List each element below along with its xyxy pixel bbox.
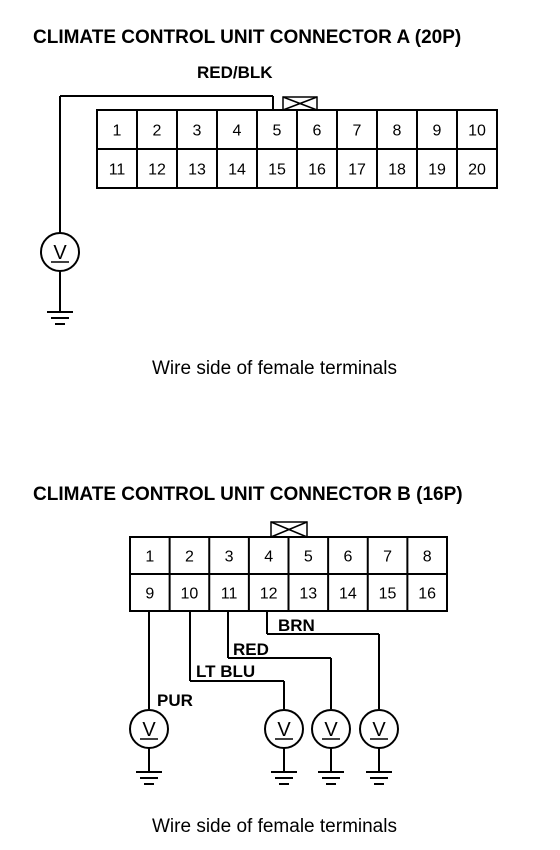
connector-a-pin-7: 7 (353, 123, 362, 140)
connector-a-lock-tab (282, 96, 318, 111)
connector-b-pin-15: 15 (379, 586, 397, 603)
wire-label-lt-blu: LT BLU (196, 662, 255, 681)
connector-b-pin-7: 7 (383, 549, 392, 566)
connector-a-pin-19: 19 (428, 162, 446, 179)
connector-a-title: CLIMATE CONTROL UNIT CONNECTOR A (20P) (33, 27, 461, 48)
connector-a-pin-3: 3 (193, 123, 202, 140)
connector-a-pin-17: 17 (348, 162, 366, 179)
connector-b-caption: Wire side of female terminals (152, 816, 397, 837)
connector-b-pin-11: 11 (221, 586, 238, 603)
ground-icon (366, 771, 392, 785)
connector-a-wire-red-blk (59, 95, 274, 233)
connector-a-pin-2: 2 (153, 123, 162, 140)
voltmeter-brn: V (359, 709, 399, 785)
connector-a-wire-label-red-blk: RED/BLK (197, 63, 273, 82)
connector-a-pin-16: 16 (308, 162, 326, 179)
voltmeter-symbol: V (372, 719, 386, 741)
connector-a-pin-1: 1 (113, 123, 122, 140)
connector-b-pin-13: 13 (299, 586, 317, 603)
voltmeter-red: V (311, 709, 351, 785)
connector-a-pin-4: 4 (233, 123, 242, 140)
connector-b-pin-14: 14 (339, 586, 357, 603)
connector-b-lock-tab (270, 521, 308, 538)
connector-a-pin-14: 14 (228, 162, 246, 179)
voltmeter-pur: V (129, 709, 169, 785)
connector-b-wire-brn (266, 611, 380, 709)
connector-a-pin-12: 12 (148, 162, 166, 179)
connector-b-wire-lt-blu (189, 611, 285, 709)
connector-b-pin-12: 12 (260, 586, 278, 603)
connector-b-title: CLIMATE CONTROL UNIT CONNECTOR B (16P) (33, 484, 463, 505)
voltmeter-symbol: V (53, 242, 67, 264)
wire-label-pur: PUR (157, 691, 193, 710)
connector-b-pin-4: 4 (264, 549, 273, 566)
connector-b-pin-1: 1 (145, 549, 154, 566)
ground-icon (271, 771, 297, 785)
connector-a-pin-6: 6 (313, 123, 322, 140)
connector-a-pin-13: 13 (188, 162, 206, 179)
voltmeter-symbol: V (277, 719, 291, 741)
ground-icon (318, 771, 344, 785)
connector-a-pin-15: 15 (268, 162, 286, 179)
voltmeter-lt-blu: V (264, 709, 304, 785)
connector-b-pin-6: 6 (343, 549, 352, 566)
connector-b-pin-3: 3 (225, 549, 234, 566)
ground-icon (136, 771, 162, 785)
connector-a-pin-5: 5 (273, 123, 282, 140)
connector-a-pin-18: 18 (388, 162, 406, 179)
connector-b-voltmeters: V V V (129, 709, 399, 785)
connector-a-pin-8: 8 (393, 123, 402, 140)
connector-a-pin-11: 11 (109, 162, 126, 179)
connector-b-pin-9: 9 (145, 586, 154, 603)
connector-a-voltmeter: V (40, 232, 80, 325)
connector-b-pin-16: 16 (418, 586, 436, 603)
ground-icon (47, 311, 73, 325)
connector-a-pin-9: 9 (433, 123, 442, 140)
connector-b-pin-10: 10 (181, 586, 199, 603)
connector-b-pin-8: 8 (423, 549, 432, 566)
wire-label-brn: BRN (278, 616, 315, 635)
voltmeter-symbol: V (142, 719, 156, 741)
connector-b-pin-2: 2 (185, 549, 194, 566)
connector-a-pin-20: 20 (468, 162, 486, 179)
voltmeter-symbol: V (324, 719, 338, 741)
connector-b-pin-5: 5 (304, 549, 313, 566)
connector-b-wire-red (227, 611, 332, 709)
connector-a-caption: Wire side of female terminals (152, 358, 397, 379)
connector-a-pin-10: 10 (468, 123, 486, 140)
wire-label-red: RED (233, 640, 269, 659)
